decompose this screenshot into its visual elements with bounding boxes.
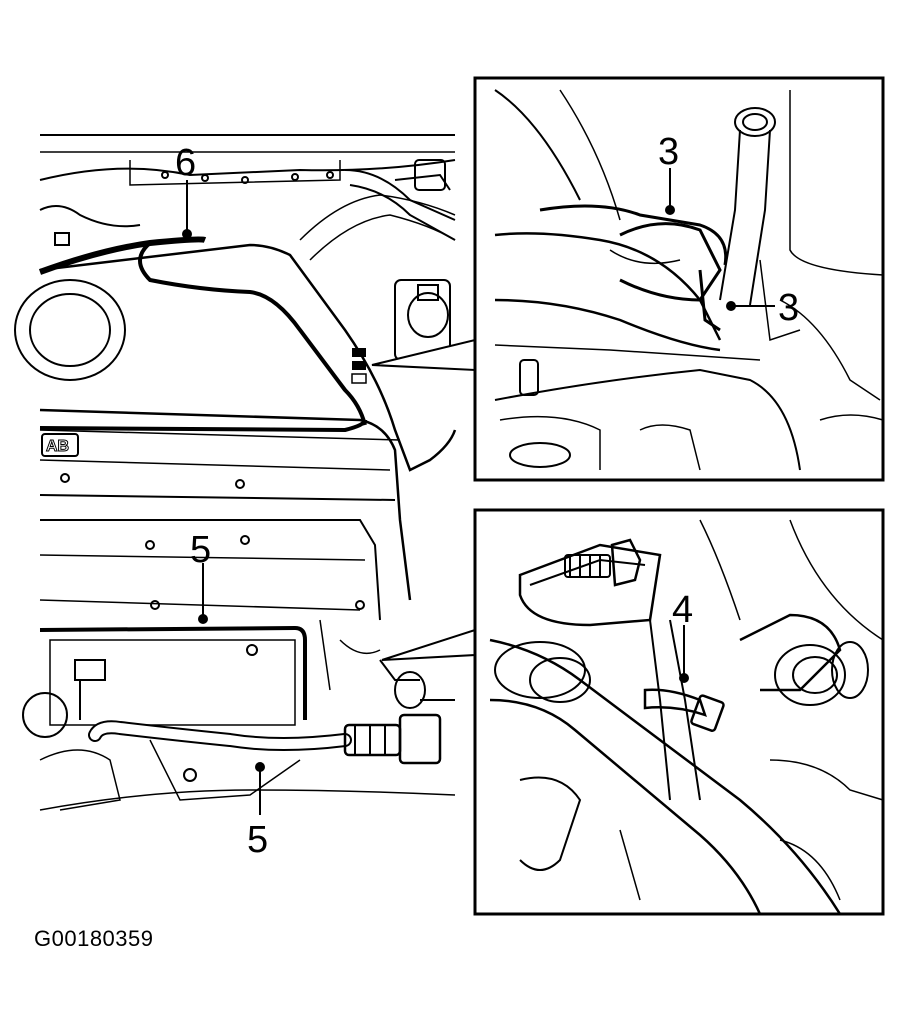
callout-5-upper-dot [198, 614, 208, 624]
callout-3-right: 3 [726, 287, 799, 329]
callout-6-label: 6 [175, 142, 196, 184]
upper-inset [473, 76, 885, 482]
inset-pointers [351, 338, 476, 661]
callout-5-upper-label: 5 [190, 529, 211, 571]
svg-text:AB: AB [46, 438, 69, 455]
callout-3-right-dot [726, 301, 736, 311]
callout-3-top-label: 3 [658, 131, 679, 173]
callout-4: 4 [672, 589, 693, 683]
callout-5-lower-label: 5 [247, 819, 268, 861]
main-engine-view: AB [14, 134, 457, 811]
callout-5-upper: 5 [190, 529, 211, 624]
callout-5-lower: 5 [247, 762, 268, 861]
lower-inset [473, 508, 885, 916]
callout-5-lower-dot [255, 762, 265, 772]
callout-6-dot [182, 229, 192, 239]
callout-3-top: 3 [658, 131, 679, 215]
callout-4-label: 4 [672, 589, 693, 631]
callout-6: 6 [175, 142, 196, 239]
callout-3-top-dot [665, 205, 675, 215]
callout-3-right-label: 3 [778, 287, 799, 329]
figure-code: G00180359 [34, 926, 154, 951]
callout-4-dot [679, 673, 689, 683]
